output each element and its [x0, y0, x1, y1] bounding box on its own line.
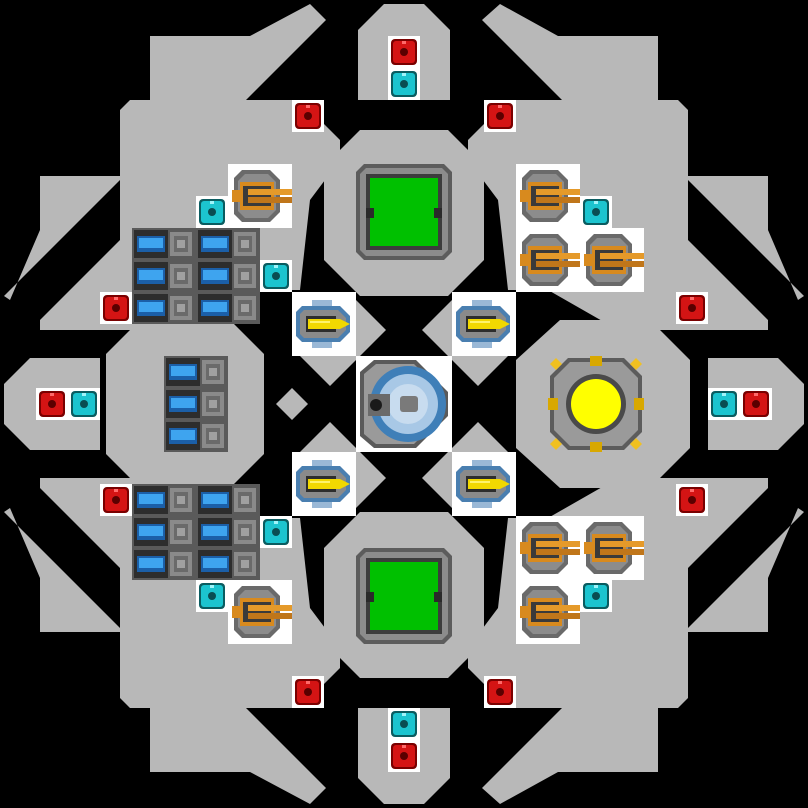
cannon-turret-icon[interactable] — [228, 164, 292, 228]
battery-cell-icon[interactable] — [164, 420, 228, 452]
cyan-connector-node-icon[interactable] — [580, 196, 612, 228]
battery-cell-icon[interactable] — [196, 516, 260, 548]
cyan-connector-node-icon[interactable] — [196, 580, 228, 612]
battery-cell-icon[interactable] — [164, 388, 228, 420]
yellow-power-core-icon[interactable] — [548, 356, 644, 452]
cyan-connector-node-icon[interactable] — [580, 580, 612, 612]
battery-cell-icon[interactable] — [196, 548, 260, 580]
battery-cell-icon[interactable] — [196, 292, 260, 324]
cyan-connector-node-icon[interactable] — [708, 388, 740, 420]
cannon-turret-icon[interactable] — [516, 228, 580, 292]
battery-cell-icon[interactable] — [196, 228, 260, 260]
battery-cell-icon[interactable] — [196, 260, 260, 292]
cyan-connector-node-icon[interactable] — [388, 68, 420, 100]
battery-cell-icon[interactable] — [132, 228, 196, 260]
cyan-connector-node-icon[interactable] — [196, 196, 228, 228]
red-connector-node-icon[interactable] — [676, 484, 708, 516]
cyan-connector-node-icon[interactable] — [260, 260, 292, 292]
cannon-turret-icon[interactable] — [580, 228, 644, 292]
command-core-icon[interactable] — [356, 356, 452, 452]
cannon-turret-icon[interactable] — [516, 516, 580, 580]
thruster-pod-icon[interactable] — [292, 452, 356, 516]
cyan-connector-node-icon[interactable] — [68, 388, 100, 420]
battery-cell-icon[interactable] — [132, 260, 196, 292]
green-reactor-icon[interactable] — [356, 164, 452, 260]
thruster-pod-icon[interactable] — [292, 292, 356, 356]
red-connector-node-icon[interactable] — [484, 676, 516, 708]
green-reactor-icon[interactable] — [356, 548, 452, 644]
red-connector-node-icon[interactable] — [740, 388, 772, 420]
cyan-connector-node-icon[interactable] — [260, 516, 292, 548]
red-connector-node-icon[interactable] — [36, 388, 68, 420]
red-connector-node-icon[interactable] — [100, 292, 132, 324]
thruster-pod-icon[interactable] — [452, 292, 516, 356]
cannon-turret-icon[interactable] — [580, 516, 644, 580]
red-connector-node-icon[interactable] — [100, 484, 132, 516]
battery-cell-icon[interactable] — [132, 548, 196, 580]
cannon-turret-icon[interactable] — [516, 164, 580, 228]
red-connector-node-icon[interactable] — [292, 100, 324, 132]
red-connector-node-icon[interactable] — [388, 36, 420, 68]
battery-cell-icon[interactable] — [164, 356, 228, 388]
battery-cell-icon[interactable] — [132, 516, 196, 548]
red-connector-node-icon[interactable] — [676, 292, 708, 324]
hull-center-diamond — [276, 388, 308, 420]
battery-cell-icon[interactable] — [132, 292, 196, 324]
red-connector-node-icon[interactable] — [484, 100, 516, 132]
cannon-turret-icon[interactable] — [228, 580, 292, 644]
battery-cell-icon[interactable] — [132, 484, 196, 516]
red-connector-node-icon[interactable] — [292, 676, 324, 708]
battery-cell-icon[interactable] — [196, 484, 260, 516]
cannon-turret-icon[interactable] — [516, 580, 580, 644]
thruster-pod-icon[interactable] — [452, 452, 516, 516]
cyan-connector-node-icon[interactable] — [388, 708, 420, 740]
red-connector-node-icon[interactable] — [388, 740, 420, 772]
